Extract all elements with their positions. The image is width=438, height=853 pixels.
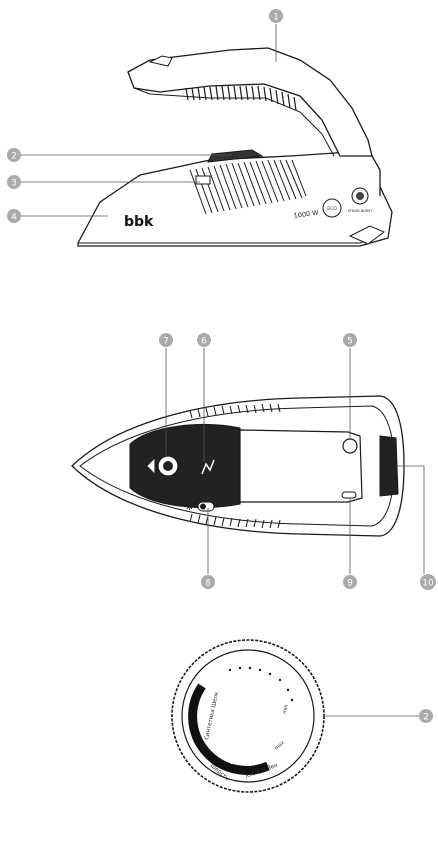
top-handle [239, 429, 363, 503]
spray-button [148, 55, 173, 67]
dial-heat-arc [188, 683, 270, 775]
iron-top-view: ✲ [71, 348, 425, 574]
temperature-dial: Синтетика Шелк Шерсть Хлопок/Лен max min [171, 639, 420, 793]
dial-inner-ring [181, 649, 315, 783]
dial-dot-1 [214, 750, 218, 754]
iron-side-view: bbk 1000 W ECO STEAM BURST [14, 24, 393, 247]
top-handle-panel [129, 424, 241, 508]
eco-badge-text: ECO [327, 206, 337, 212]
callout-5-label: 5 [347, 337, 353, 347]
steam-switch-side [195, 175, 211, 185]
iron-body [99, 151, 381, 203]
callout-2-label: 2 [11, 152, 17, 162]
callout-3-label: 3 [11, 179, 17, 189]
eco-badge: ECO [322, 198, 342, 218]
steam-burst-badge: STEAM BURST [348, 187, 374, 213]
top-callout-lines [165, 348, 425, 574]
callout-7-label: 7 [163, 337, 169, 347]
callout-5: 5 [343, 333, 357, 347]
callout-9-label: 9 [347, 579, 353, 589]
body-vents [189, 159, 307, 215]
callout-3: 3 [7, 175, 21, 189]
callout-9: 9 [343, 575, 357, 589]
dial-label-max: max [273, 740, 285, 752]
steam-control-switch: ✲ [186, 501, 215, 512]
callout-2-dial-label: 2 [423, 713, 429, 723]
indicator-light [341, 491, 357, 499]
dial-label-min: min [282, 704, 290, 714]
steam-burst-icon [201, 459, 215, 475]
rear-stand [348, 225, 385, 245]
brand-logo: bbk [124, 214, 154, 230]
power-label: 1000 W [293, 208, 319, 219]
top-vents-upper [189, 403, 281, 419]
callout-10: 10 [420, 574, 436, 590]
dial-dot-3 [248, 762, 252, 766]
sun-icon: ✲ [186, 503, 193, 512]
self-clean-button [342, 438, 358, 454]
callout-6-label: 6 [201, 337, 207, 347]
steam-burst-text: STEAM BURST [348, 209, 374, 213]
callout-1-label: 1 [273, 13, 279, 23]
rear-cord-guard [379, 435, 399, 497]
callout-4-label: 4 [11, 213, 17, 223]
callout-8: 8 [201, 575, 215, 589]
dial-dot-2 [230, 760, 234, 764]
callout-10-label: 10 [422, 579, 434, 589]
callout-2: 2 [7, 148, 21, 162]
side-callout-lines [14, 24, 277, 217]
callout-1: 1 [269, 9, 283, 23]
handle [127, 47, 373, 157]
callout-7: 7 [159, 333, 173, 347]
callout-8-label: 8 [205, 579, 211, 589]
top-vents-lower [189, 513, 281, 529]
handle-grip [185, 85, 297, 111]
callout-4: 4 [7, 209, 21, 223]
spray-nozzle [147, 455, 179, 477]
callout-6: 6 [197, 333, 211, 347]
callout-2-dial: 2 [419, 709, 433, 723]
temperature-dial-side [207, 149, 264, 163]
dial-dotted-scale [228, 666, 294, 702]
